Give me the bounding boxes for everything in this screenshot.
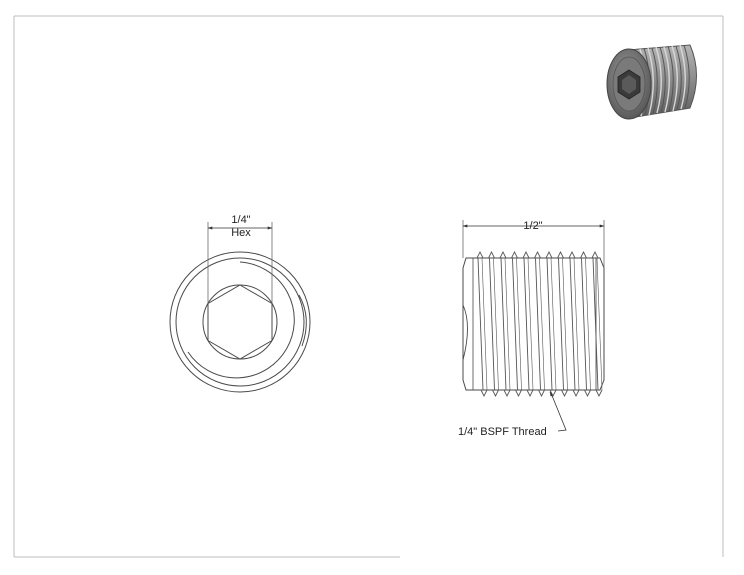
thread-crest-line xyxy=(592,257,599,391)
thread-crest-line xyxy=(581,257,587,391)
thread-root-line xyxy=(493,257,499,391)
thread-root-line xyxy=(585,257,591,391)
thread-callout-label: 1/4" BSPF Thread xyxy=(458,426,547,438)
thread-root-line xyxy=(481,257,488,391)
thread-crest-line xyxy=(512,257,518,391)
thread-top-notch xyxy=(511,250,518,259)
thread-top-notch xyxy=(488,250,495,259)
thread-top-notch xyxy=(499,250,507,259)
thread-bottom-notch xyxy=(503,389,511,398)
drawing-frame xyxy=(13,15,724,558)
thread-top-notch xyxy=(534,250,541,259)
thread-bottom-notch xyxy=(538,389,545,398)
thread-bottom-notch xyxy=(595,389,603,398)
thread-crest-line xyxy=(477,257,484,391)
thread-root-line xyxy=(562,257,568,391)
length-label: 1/2" xyxy=(523,220,542,232)
thread-bottom-notch xyxy=(515,389,522,398)
thread-root-line xyxy=(516,257,522,391)
thread-top-notch xyxy=(545,250,553,259)
thread-top-notch xyxy=(476,250,484,259)
thread-top-notch xyxy=(568,250,576,259)
hex-type-label: Hex xyxy=(231,227,251,239)
front-view xyxy=(169,222,311,393)
thread-bottom-notch xyxy=(492,389,499,398)
thread-crest-line xyxy=(489,257,495,391)
thread-bottom-notch xyxy=(480,389,488,398)
thread-root-line xyxy=(596,257,603,391)
thread-root-line xyxy=(550,257,557,391)
thread-root-line xyxy=(504,257,511,391)
thread-root-line xyxy=(573,257,580,391)
thread-crest-line xyxy=(523,257,530,391)
thread-lines xyxy=(476,250,603,398)
thread-bottom-notch xyxy=(526,389,534,398)
thread-crest-line xyxy=(546,257,553,391)
thread-crest-line xyxy=(535,257,541,391)
thread-crest-line xyxy=(569,257,576,391)
thread-top-notch xyxy=(557,250,564,259)
thread-bottom-notch xyxy=(572,389,580,398)
thread-bottom-notch xyxy=(584,389,591,398)
hex-size-label: 1/4" xyxy=(231,214,250,226)
thread-root-line xyxy=(527,257,534,391)
thread-crest-line xyxy=(558,257,564,391)
plug-3d-render-icon xyxy=(606,44,697,120)
thread-root-line xyxy=(539,257,545,391)
thread-top-notch xyxy=(580,250,587,259)
thread-bottom-notch xyxy=(561,389,568,398)
thread-crest-line xyxy=(500,257,507,391)
thread-top-notch xyxy=(591,250,599,259)
thread-top-notch xyxy=(522,250,530,259)
side-view xyxy=(462,220,605,432)
